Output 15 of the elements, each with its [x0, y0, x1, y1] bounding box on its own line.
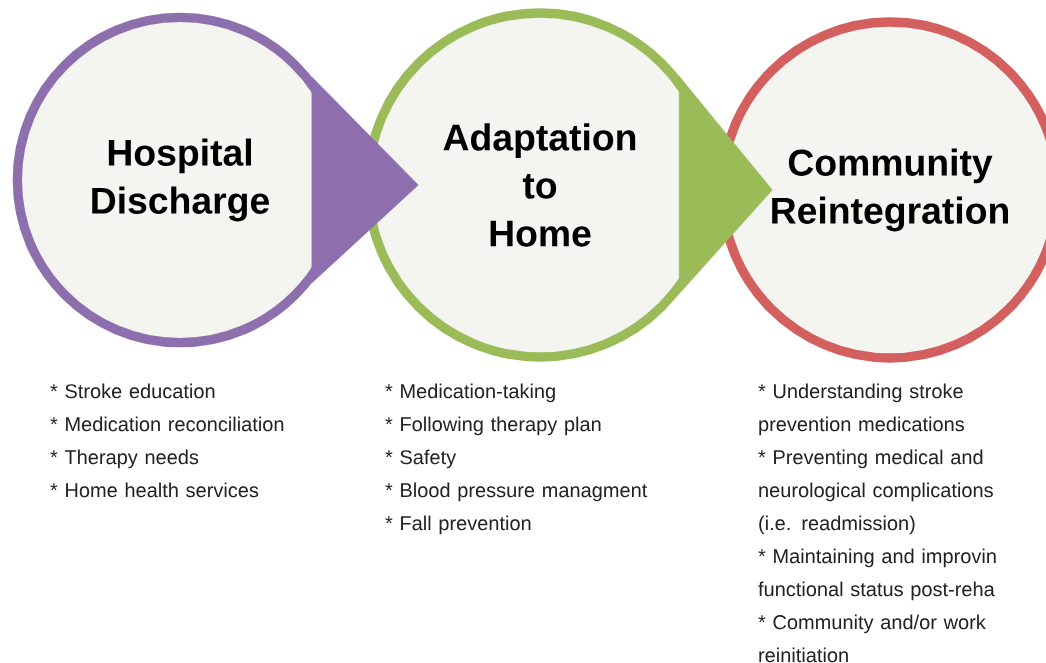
bullet-item: * Medication reconciliation — [50, 416, 284, 432]
bullet-item: * Blood pressure managment — [385, 482, 648, 502]
bullet-item: * Fall prevention — [385, 515, 531, 535]
bullet-item: * Maintaining and improvin functional status post-reha — [758, 548, 996, 601]
bullet-item: * Understanding stroke prevention medications — [758, 383, 964, 436]
bullet-item: * Home health services — [50, 482, 259, 498]
bullet-item: * Safety — [385, 449, 457, 469]
bullet-item: * Therapy needs — [50, 449, 199, 469]
bullet-item: * Medication-taking — [385, 383, 555, 403]
arrow-pointer — [311, 76, 419, 284]
bullet-item: * Preventing medical and neurological complications (i.e. readmission) — [758, 449, 993, 535]
arrow-pointer — [678, 75, 773, 295]
bullet-item: * Community and/or work reinitiation — [758, 614, 986, 663]
bullet-item: * Following therapy plan — [385, 416, 601, 436]
bullet-item: * Stroke education — [50, 383, 215, 399]
